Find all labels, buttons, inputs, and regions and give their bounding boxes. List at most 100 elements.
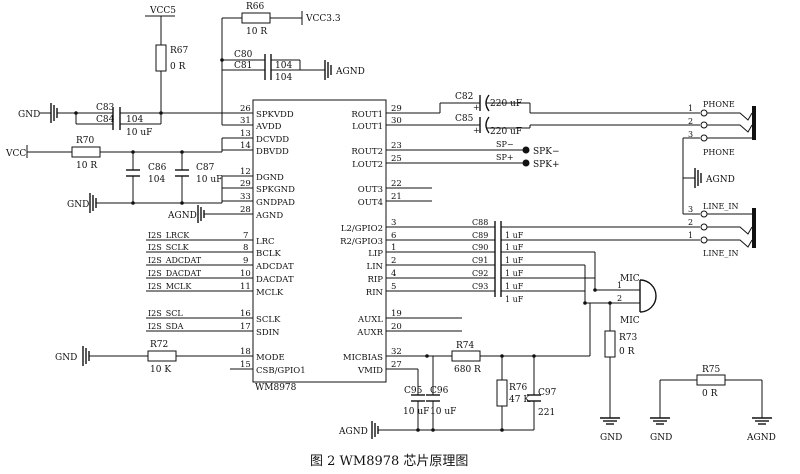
linein-pin3: 3 bbox=[688, 205, 693, 214]
pin-name-gndpad: GNDPAD bbox=[256, 198, 295, 208]
r70-body bbox=[71, 146, 101, 158]
c87-ref: C87 bbox=[196, 163, 215, 173]
vcc-label: VCC bbox=[5, 149, 26, 159]
c93-ref: C93 bbox=[472, 282, 488, 291]
pin-name-dgnd: DGND bbox=[256, 173, 284, 183]
r66-body bbox=[241, 12, 271, 24]
c95-ref: C95 bbox=[404, 386, 423, 396]
agnd-pin28-label: AGND bbox=[167, 211, 197, 221]
c85-plus: + bbox=[473, 126, 480, 135]
sig-i2s-lrck: I2S_LRCK bbox=[148, 231, 190, 240]
node-r73-top bbox=[608, 301, 612, 305]
c97-value: 221 bbox=[538, 408, 555, 418]
r67-value: 0 R bbox=[170, 62, 186, 72]
c85-value: 220 uF bbox=[490, 127, 522, 137]
r72-ref: R72 bbox=[150, 340, 168, 350]
pin-name-rin: RIN bbox=[366, 288, 384, 298]
left-pin-lines bbox=[230, 112, 253, 370]
pin-name-bclk: BCLK bbox=[256, 249, 282, 259]
agnd-bottom-label: AGND bbox=[338, 427, 368, 437]
pin-num-micbias: 32 bbox=[391, 347, 402, 357]
c96-value: 10 uF bbox=[430, 407, 456, 417]
pin-name-spkgnd: SPKGND bbox=[256, 185, 295, 195]
c84-ref: C84 bbox=[96, 115, 115, 125]
node-c96-bottom bbox=[431, 428, 435, 432]
pin-num-csb: 15 bbox=[240, 360, 251, 370]
pin-name-rout2: ROUT2 bbox=[351, 147, 383, 157]
r74-body bbox=[451, 350, 481, 362]
pin-name-mclk: MCLK bbox=[256, 288, 284, 298]
r67-body bbox=[155, 44, 167, 72]
r75-value: 0 R bbox=[702, 389, 718, 399]
c92-value: 1 uF bbox=[505, 282, 524, 291]
linein-contact-1 bbox=[707, 239, 753, 248]
pin-name-out4: OUT4 bbox=[358, 198, 383, 208]
r73-ref: R73 bbox=[619, 333, 638, 343]
pin-name-vmid: VMID bbox=[357, 366, 383, 376]
pin-num-dacdat: 10 bbox=[240, 269, 251, 279]
pin-name-spkvdd: SPKVDD bbox=[256, 110, 294, 120]
pin-name-csb: CSB/GPIO1 bbox=[256, 366, 306, 376]
phone-jack-contact-1 bbox=[707, 112, 753, 121]
phone-jack-contact-2 bbox=[707, 124, 753, 133]
pin-num-rip: 4 bbox=[391, 269, 396, 279]
c90-ref: C90 bbox=[472, 243, 488, 252]
linein-jack-sleeve bbox=[700, 210, 708, 218]
r76-ref: R76 bbox=[509, 383, 528, 393]
c82-ref: C82 bbox=[455, 92, 473, 102]
phone-jack-sleeve bbox=[700, 134, 708, 142]
pin-name-agnd: AGND bbox=[255, 211, 283, 221]
pin-name-lrc: LRC bbox=[256, 237, 275, 247]
pin-num-dbvdd: 14 bbox=[240, 141, 251, 151]
pin-num-dcvdd: 13 bbox=[240, 129, 251, 139]
c95-value: 10 uF bbox=[403, 407, 429, 417]
pin-num-sclk: 16 bbox=[240, 309, 251, 319]
mic-label-top: MIC bbox=[620, 274, 640, 284]
agnd-right-label: AGND bbox=[705, 175, 735, 185]
right-pin-lines bbox=[386, 112, 410, 370]
linein-label-top: LINE_IN bbox=[703, 202, 738, 211]
gnd-r73-label: GND bbox=[600, 433, 622, 443]
phone-jack-body bbox=[752, 106, 756, 140]
pin-name-lin: LIN bbox=[367, 262, 384, 272]
pin-num-sdin: 17 bbox=[240, 322, 251, 332]
r75-body bbox=[696, 374, 726, 386]
c97-ref: C97 bbox=[538, 388, 557, 398]
pin-num-lout2: 25 bbox=[391, 154, 402, 164]
linein-pin1: 1 bbox=[688, 231, 693, 240]
sp-plus-label: SP+ bbox=[496, 153, 514, 162]
r76-body bbox=[496, 379, 508, 407]
gnd-label-3: GND bbox=[55, 353, 77, 363]
r72-value: 10 K bbox=[150, 365, 171, 375]
c83-value: 104 bbox=[126, 115, 143, 125]
spk-minus-label: SPK− bbox=[533, 147, 560, 157]
pin-num-mclk: 11 bbox=[240, 282, 251, 292]
pin-name-sclk: SCLK bbox=[256, 315, 281, 325]
pin-num-mode: 18 bbox=[240, 347, 251, 357]
c85-ref: C85 bbox=[455, 114, 474, 124]
gnd-r75-label: GND bbox=[650, 433, 672, 443]
node-c86-bottom bbox=[131, 201, 135, 205]
pin-num-rin: 5 bbox=[391, 282, 396, 292]
pin-name-rip: RIP bbox=[368, 275, 384, 285]
linein-contact-2 bbox=[707, 226, 753, 235]
c86-ref: C86 bbox=[148, 163, 167, 173]
r74-value: 680 R bbox=[454, 365, 481, 375]
pin-name-avdd: AVDD bbox=[255, 122, 282, 132]
linein-label-bottom: LINE_IN bbox=[703, 249, 738, 258]
spk-minus-terminal bbox=[522, 146, 530, 154]
sig-i2s-dacdat: I2S_DACDAT bbox=[148, 269, 202, 278]
pin-num-auxl: 19 bbox=[391, 309, 402, 319]
phone-jack-tip bbox=[700, 109, 708, 117]
pin-name-micbias: MICBIAS bbox=[343, 353, 383, 363]
pin-name-lip: LIP bbox=[368, 249, 383, 259]
c88-value: 1 uF bbox=[505, 231, 524, 240]
pin-num-out3: 22 bbox=[391, 179, 402, 189]
node-r76-bottom bbox=[500, 428, 504, 432]
phone-pin3: 3 bbox=[688, 130, 693, 139]
pin-num-spkvdd: 26 bbox=[240, 104, 251, 114]
c83-ref: C83 bbox=[96, 103, 115, 113]
pin-name-dcvdd: DCVDD bbox=[256, 135, 289, 145]
phone-jack-ring bbox=[700, 121, 708, 129]
